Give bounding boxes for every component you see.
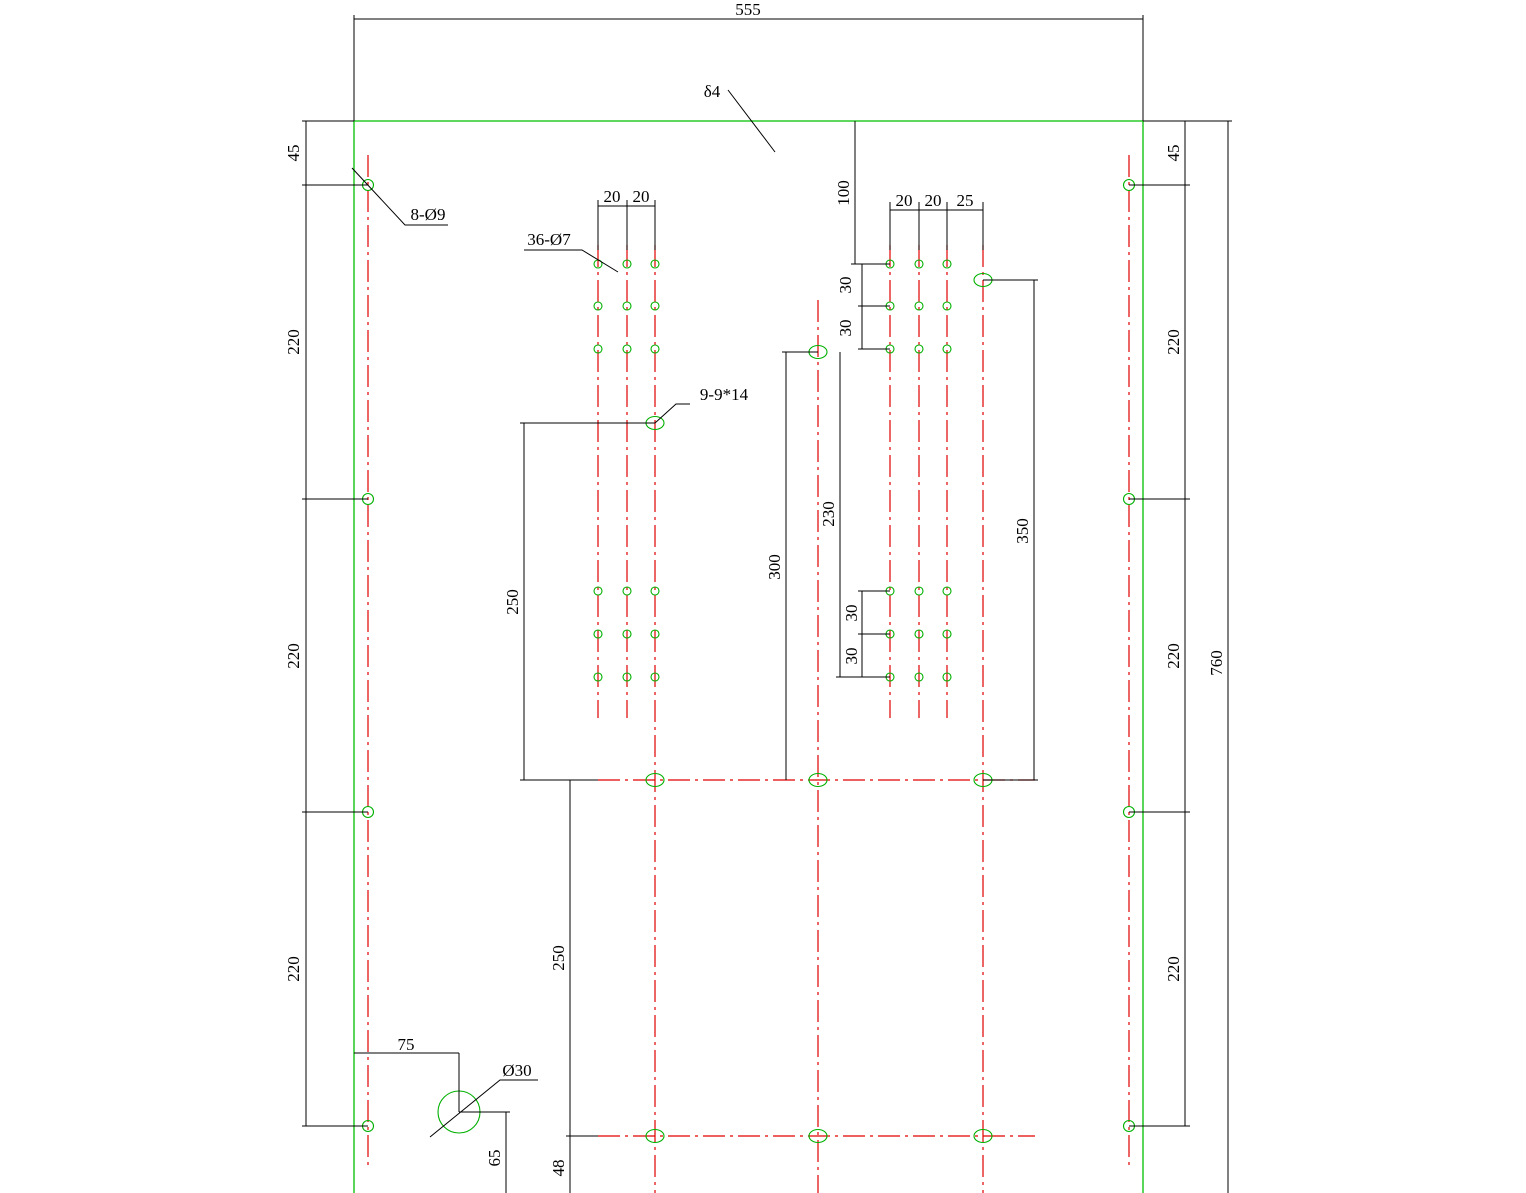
dimension-lines xyxy=(302,15,1232,1193)
dim-row-spacing: 30 xyxy=(842,605,861,622)
dim-edge-pitch: 220 xyxy=(284,956,303,982)
slot-holes-label: 9-9*14 xyxy=(700,385,749,404)
labels: 555 δ4 8-Ø9 36-Ø7 9-9*14 Ø30 20 20 20 20… xyxy=(284,0,1226,1177)
dim-slot-drop-right: 350 xyxy=(1013,518,1032,544)
dim-slot-drop-left: 250 xyxy=(503,589,522,615)
overall-width-label: 555 xyxy=(735,0,761,19)
dim-holes-span: 230 xyxy=(819,501,838,527)
slot-hole xyxy=(645,1128,665,1144)
dim-slot-drop-center: 300 xyxy=(765,554,784,580)
thickness-label: δ4 xyxy=(704,82,721,101)
dim-edge-pitch: 220 xyxy=(1164,643,1183,669)
slot-hole xyxy=(808,772,828,788)
overall-height-label: 760 xyxy=(1207,650,1226,676)
dim-col-spacing-b: 25 xyxy=(957,191,974,210)
dim-edge-pitch: 220 xyxy=(1164,956,1183,982)
dim-bottom-offset: 48 xyxy=(549,1160,568,1177)
dim-large-hole-y: 65 xyxy=(485,1150,504,1167)
dim-edge-pitch: 220 xyxy=(1164,329,1183,355)
large-hole-label: Ø30 xyxy=(502,1061,531,1080)
edge-holes-label: 8-Ø9 xyxy=(411,205,446,224)
dim-top-margin-left: 45 xyxy=(284,145,303,162)
dim-top-offset: 100 xyxy=(834,180,853,206)
small-holes-label: 36-Ø7 xyxy=(527,230,571,249)
dim-col-spacing: 20 xyxy=(604,187,621,206)
dim-large-hole-x: 75 xyxy=(398,1035,415,1054)
dim-col-spacing: 20 xyxy=(925,191,942,210)
dim-edge-pitch: 220 xyxy=(284,643,303,669)
slot-hole xyxy=(808,1128,828,1144)
dim-row-spacing: 30 xyxy=(842,648,861,665)
slot-hole xyxy=(973,1128,993,1144)
dim-col-spacing: 20 xyxy=(896,191,913,210)
dim-row-spacing: 30 xyxy=(836,277,855,294)
dim-top-margin-right: 45 xyxy=(1164,145,1183,162)
dim-row-spacing: 30 xyxy=(836,320,855,337)
edge-holes xyxy=(361,178,1136,1133)
dim-col-spacing: 20 xyxy=(633,187,650,206)
dim-slot-row-spacing: 250 xyxy=(549,945,568,971)
small-holes xyxy=(593,259,952,682)
dim-edge-pitch: 220 xyxy=(284,329,303,355)
slot-hole xyxy=(645,772,665,788)
center-lines xyxy=(367,155,1130,1193)
plate-outline xyxy=(353,120,1144,1193)
slot-holes xyxy=(645,272,993,1144)
